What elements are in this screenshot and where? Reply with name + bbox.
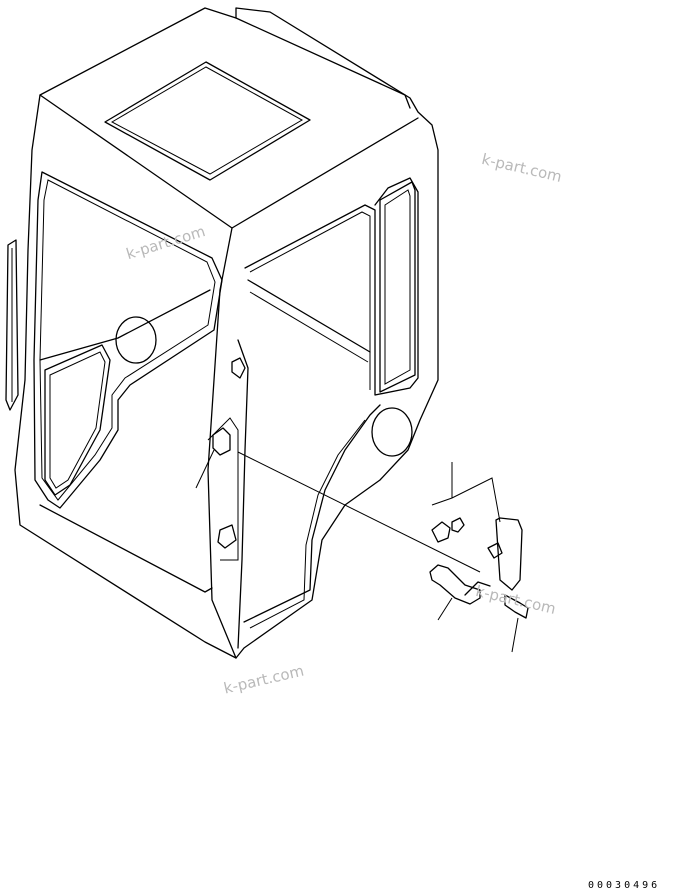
document-number: 00030496 [588, 880, 661, 891]
left-side-window-frames [5, 171, 223, 593]
handrail-assembly-exploded [195, 449, 529, 653]
front-window-frames [207, 177, 419, 649]
